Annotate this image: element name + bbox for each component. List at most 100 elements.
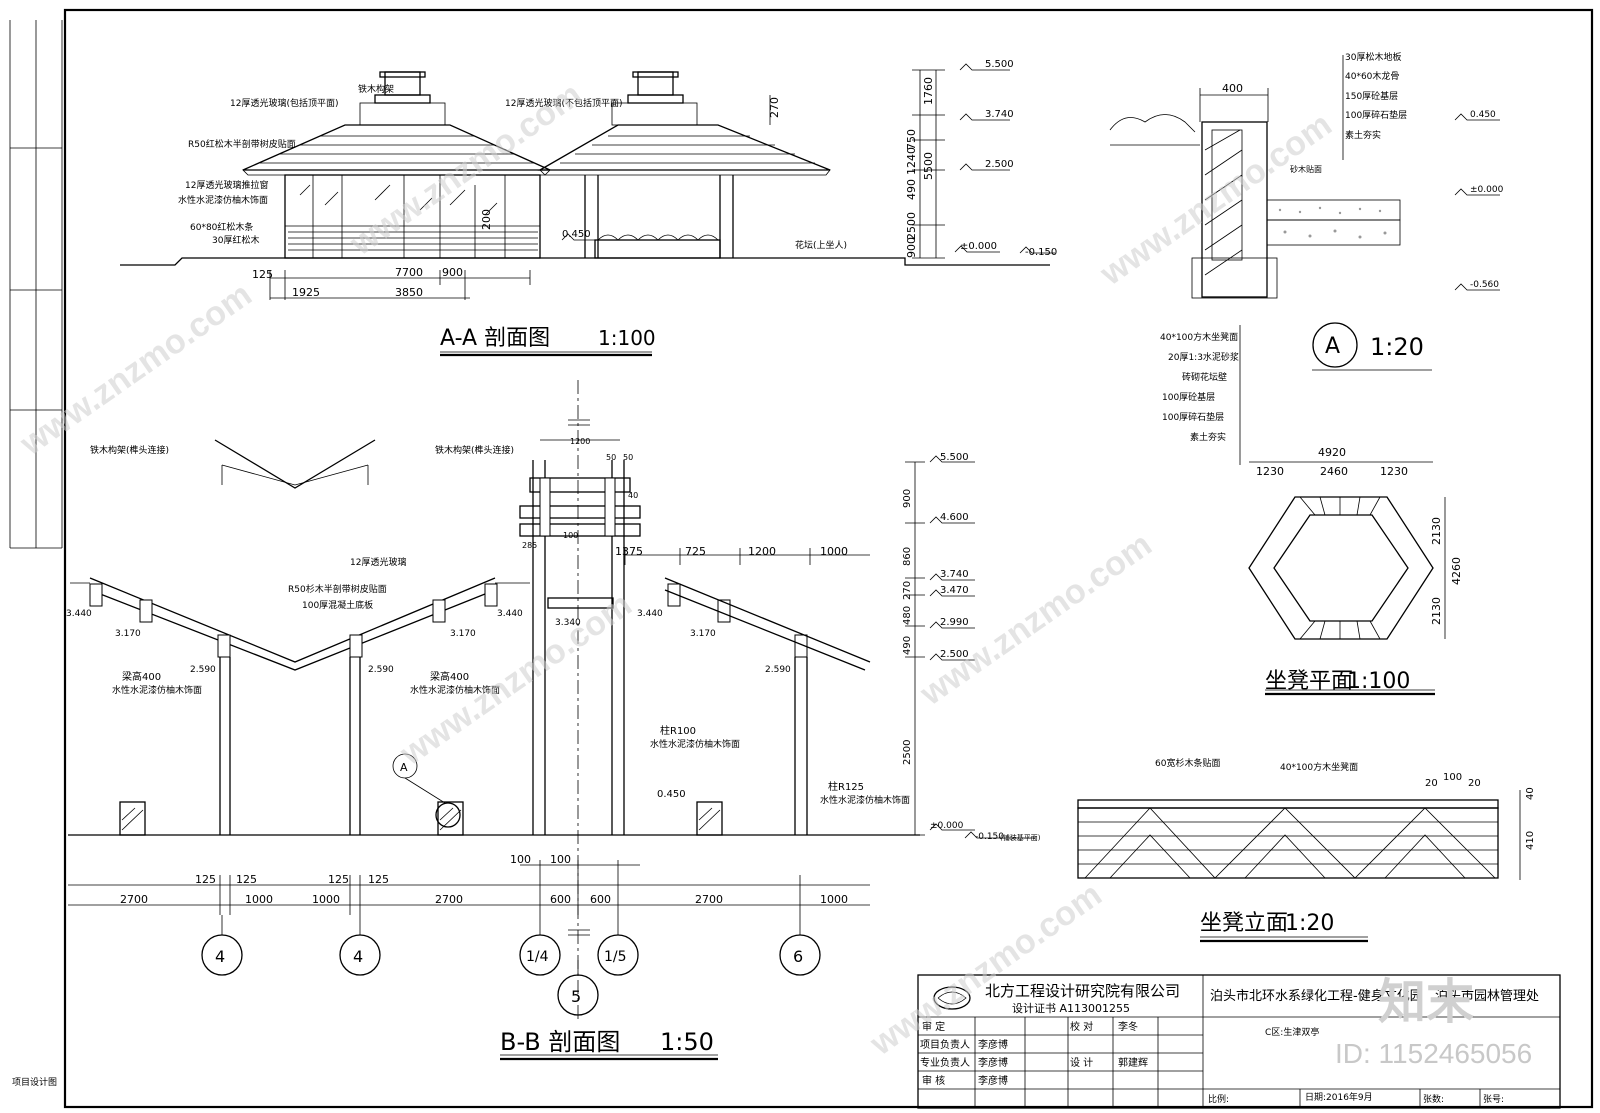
bb-vdim: 490 xyxy=(902,636,913,655)
bb-elev: ±0.000 xyxy=(930,821,964,831)
bb-dim: 1200 xyxy=(570,437,590,446)
bb-dim: 125 xyxy=(328,873,349,886)
bb-elev: 4.600 xyxy=(940,512,969,523)
axis-label: 1/4 xyxy=(526,949,549,965)
bb-elev: 5.500 xyxy=(940,452,969,463)
bb-note: 梁高400 xyxy=(122,670,161,683)
aa-note: 铁木构架 xyxy=(358,83,394,95)
cert-number: 设计证书 A113001255 xyxy=(1012,1002,1130,1015)
bb-dim: 725 xyxy=(685,545,706,558)
project-name: 泊头市北环水系绿化工程-健身文化园 xyxy=(1210,988,1423,1004)
sheet-number-label: 张号: xyxy=(1483,1094,1504,1105)
section-aa-drawing xyxy=(120,63,1055,357)
bb-title: B-B 剖面图 xyxy=(500,1028,620,1056)
detail-a-drawing xyxy=(1109,55,1500,465)
bb-note: 水性水泥漆仿柚木饰面 xyxy=(410,684,500,696)
aa-note: 60*80红松木条 xyxy=(190,221,253,233)
bb-note: 梁高400 xyxy=(430,670,469,683)
axis-label: 6 xyxy=(793,947,803,966)
bb-dim: 600 xyxy=(550,893,571,906)
bb-vdim: 860 xyxy=(902,547,913,566)
bb-elev: 2.590 xyxy=(190,665,216,675)
sheet-count-label: 张数: xyxy=(1423,1093,1444,1105)
bb-dim: 125 xyxy=(236,873,257,886)
person-name: 李彦博 xyxy=(978,1074,1008,1087)
bench-plan-dim: 4260 xyxy=(1450,557,1463,585)
aa-dim: 3850 xyxy=(395,286,423,299)
bench-elev-note: 40*100方木坐凳面 xyxy=(1280,761,1358,773)
detail-a-elev: -0.560 xyxy=(1470,280,1499,290)
role-label: 项目负责人 xyxy=(920,1038,970,1051)
detail-a-note: 30厚松木地板 xyxy=(1345,51,1401,63)
bb-dim: 1375 xyxy=(615,545,643,558)
bench-elev-note: 60宽杉木条贴面 xyxy=(1155,757,1220,769)
bb-dim: 1000 xyxy=(245,893,273,906)
drawing-date: 日期:2016年9月 xyxy=(1305,1091,1373,1103)
aa-dim: 1925 xyxy=(292,286,320,299)
bb-dim: 1000 xyxy=(820,893,848,906)
detail-a-note: 100厚碎石垫层 xyxy=(1162,411,1224,423)
bb-elev: 0.450 xyxy=(657,789,686,800)
bb-note: 水性水泥漆仿柚木饰面 xyxy=(820,794,910,806)
drawing-border xyxy=(63,8,1594,1109)
bb-dim: 2700 xyxy=(695,893,723,906)
bb-dim: 50 xyxy=(623,453,633,462)
aa-vdim: 2500 xyxy=(905,212,918,240)
client-name: 泊头市园林管理处 xyxy=(1435,988,1539,1004)
aa-note: 花坛(上坐人) xyxy=(795,239,847,251)
bb-note: 柱R100 xyxy=(660,724,696,737)
detail-a-note: 20厚1:3水泥砂浆 xyxy=(1168,351,1239,363)
person-name: 李彦博 xyxy=(978,1038,1008,1051)
bb-dim: 1000 xyxy=(820,545,848,558)
bb-dim: 40 xyxy=(628,491,638,500)
bb-vdim: 2500 xyxy=(902,740,913,765)
bench-plan-dim: 1230 xyxy=(1380,465,1408,478)
role-label: 审 定 xyxy=(922,1020,945,1033)
bench-plan-dim: 1230 xyxy=(1256,465,1284,478)
footer-label: 项目设计图 xyxy=(12,1076,57,1088)
role-label: 审 核 xyxy=(922,1074,945,1087)
bb-dim: 285 xyxy=(522,541,537,550)
aa-dim: 900 xyxy=(442,266,463,279)
bb-dim: 100 xyxy=(550,853,571,866)
bb-dim: 1000 xyxy=(312,893,340,906)
detail-a-scale: 1:20 xyxy=(1370,333,1424,361)
bb-note: 柱R125 xyxy=(828,780,864,793)
bench-elev-dim: 20 xyxy=(1468,778,1481,789)
aa-dim: 125 xyxy=(252,268,273,281)
aa-elev: -0.150 xyxy=(1025,247,1057,258)
bb-elev: 3.440 xyxy=(66,609,92,619)
bench-elev-scale: 1:20 xyxy=(1285,911,1334,936)
person-name: 李彦博 xyxy=(978,1056,1008,1069)
aa-elev: 2.500 xyxy=(985,159,1014,170)
aa-title: A-A 剖面图 xyxy=(440,326,550,351)
detail-a-note: 40*100方木坐凳面 xyxy=(1160,331,1238,343)
role-label: 专业负责人 xyxy=(920,1056,970,1069)
bb-elev: 3.740 xyxy=(940,569,969,580)
aa-note: R50红松木半剖带树皮贴面 xyxy=(188,138,296,150)
bench-elev-title: 坐凳立面 xyxy=(1200,911,1288,936)
bb-scale: 1:50 xyxy=(660,1028,714,1056)
drawing-name: C区:生津双亭 xyxy=(1265,1026,1319,1038)
bb-note: R50杉木半剖带树皮贴面 xyxy=(288,583,387,595)
section-aa: A-A 剖面图 1:100 铁木构架 12厚透光玻璃(包括顶平面) 12厚透光玻… xyxy=(178,59,1057,351)
bench-elevation-drawing xyxy=(1077,790,1521,943)
bb-note: 铁木构架(榫头连接) xyxy=(90,444,169,456)
bb-note: 12厚透光玻璃 xyxy=(350,556,406,568)
bb-dim: 50 xyxy=(606,453,616,462)
detail-a-note: 砖砌花坛壁 xyxy=(1182,371,1227,383)
bb-elev: 3.340 xyxy=(555,618,581,628)
section-bb: B-B 剖面图 1:50 铁木构架(榫头连接) 铁木构架(榫头连接) 12厚透光… xyxy=(66,437,1041,1056)
bb-elev: 3.440 xyxy=(637,609,663,619)
aa-vdim: 750 xyxy=(905,129,918,150)
aa-scale: 1:100 xyxy=(598,326,656,350)
aa-elev: 5.500 xyxy=(985,59,1014,70)
aa-elev: 3.740 xyxy=(985,109,1014,120)
detail-a: A 1:20 400 30厚松木地板 40*60木龙骨 150厚砼基层 100厚… xyxy=(1160,51,1504,443)
aa-elev: ±0.000 xyxy=(960,241,997,252)
detail-a-note: 150厚砼基层 xyxy=(1345,90,1398,102)
bb-note: (铺装基平面) xyxy=(1000,833,1041,842)
bb-dim: 1200 xyxy=(748,545,776,558)
